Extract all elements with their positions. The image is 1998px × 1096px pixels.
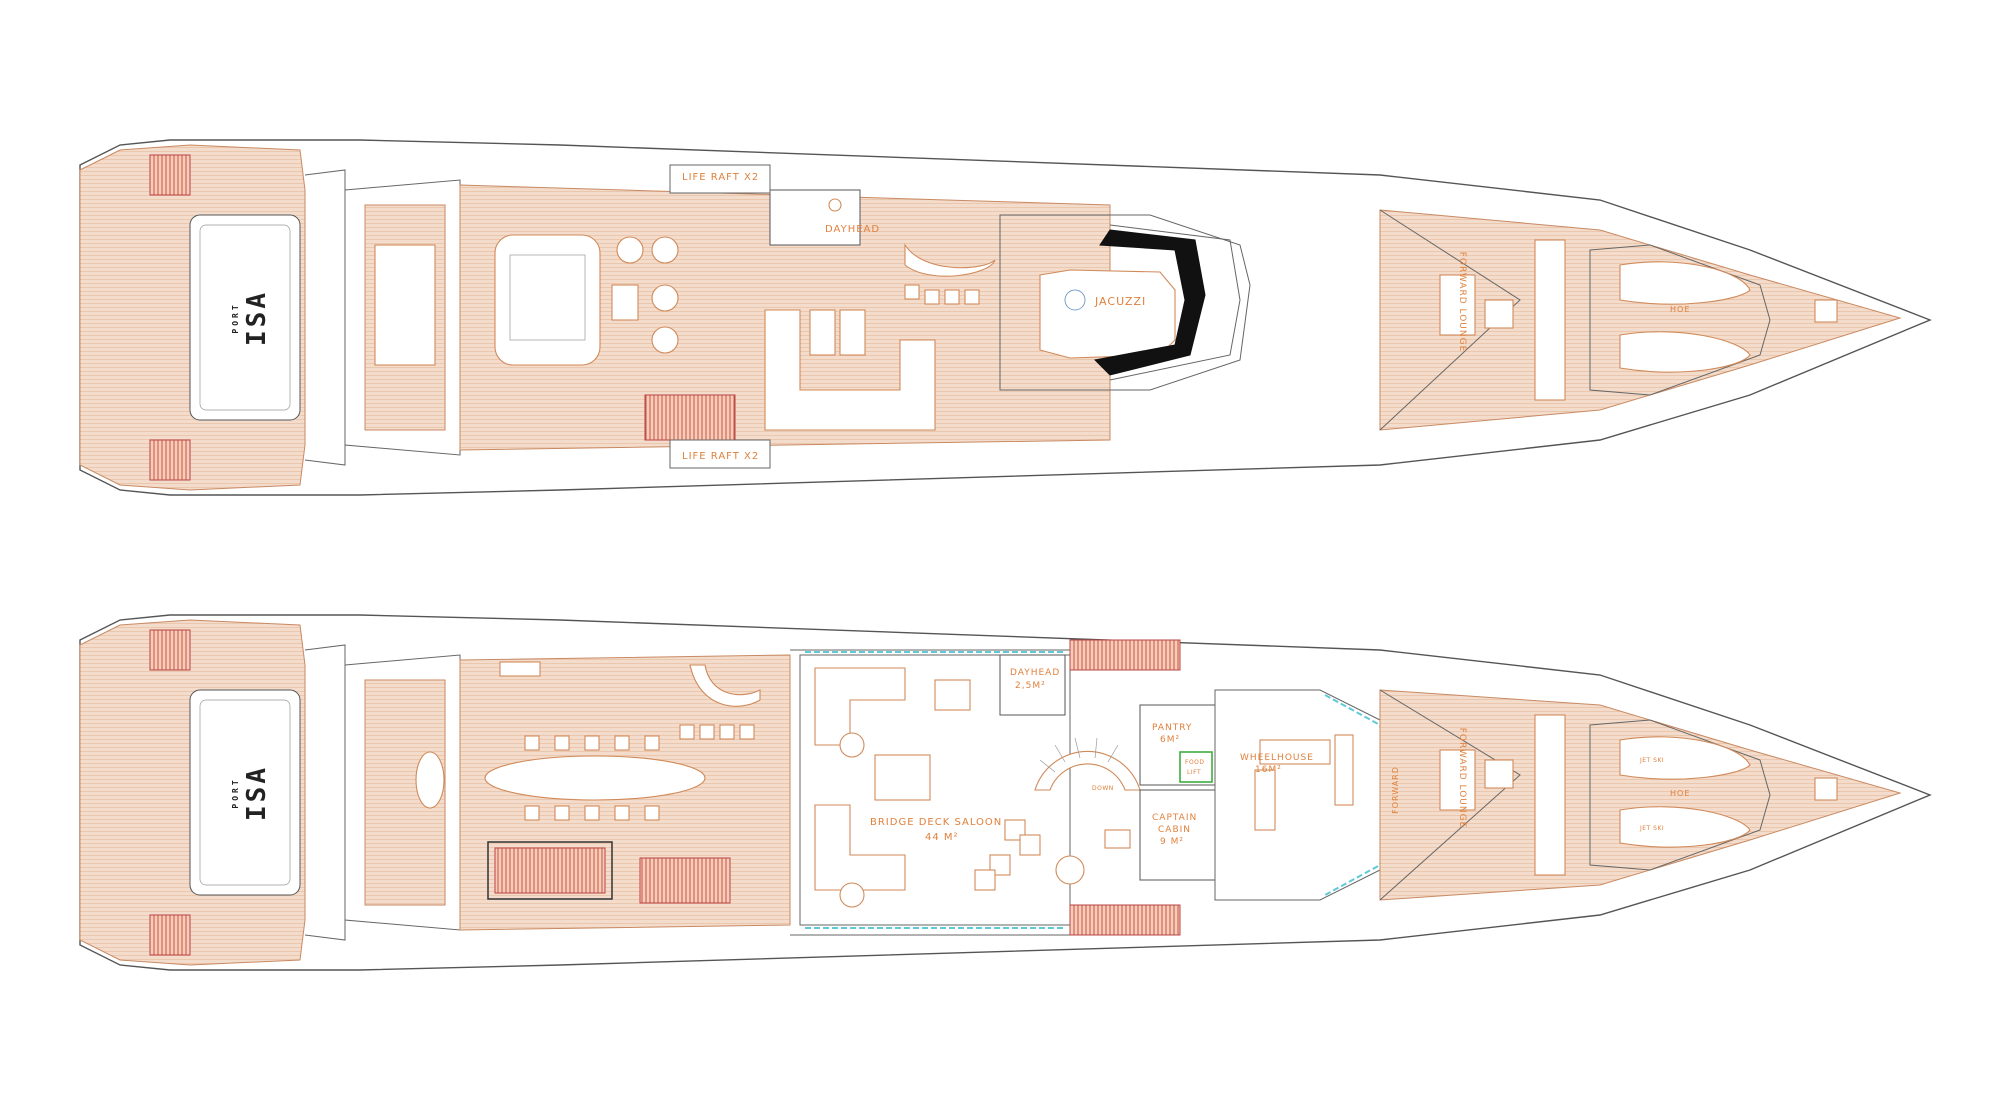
bridge-forward-label: FORWARD [1391,766,1400,814]
bridge-side-stair-top [1069,639,1181,671]
upper-aft-sunpad [189,214,301,421]
bridge-forward-lounge-label: FORWARD LOUNGE [1457,728,1467,829]
bridge-dining-chairs [524,735,660,821]
bridge-food-lift-label-1: FOOD [1185,759,1205,766]
bridge-hoe-label: HOE [1670,789,1690,798]
upper-deck-plan: ISA PORT DAYH [79,139,1932,496]
upper-tender-bay [1589,244,1771,396]
bridge-saloon-area: 44 M² [925,832,959,843]
bridge-dayhead-area: 2,5M² [1015,681,1046,691]
upper-brand-mark: ISA [242,290,272,346]
upper-deck-stair [644,394,736,441]
bridge-dayhead-room [999,654,1066,716]
upper-dayhead-room [769,189,861,246]
bridge-captain-cabin-area: 9 M² [1160,837,1184,847]
bridge-pantry-area: 6M² [1160,735,1180,745]
bridge-dayhead-label: DAYHEAD [1010,668,1060,678]
bridge-captain-cabin-label-2: CABIN [1158,825,1191,835]
bridge-tender-bay [1589,719,1771,871]
upper-black-sunpad [1093,229,1206,376]
bridge-aft-stair-left [494,847,606,894]
bridge-deck-plan: ISA PORT [79,614,1932,971]
upper-brand-sub: PORT [231,302,240,333]
bridge-aft-steps [149,629,191,956]
life-raft-top-label: LIFE RAFT X2 [682,172,759,183]
bridge-aft-sunpad [189,689,301,896]
bridge-saloon-sofa-1 [814,667,906,746]
bridge-captain-cabin [1139,789,1216,881]
upper-jetski-1 [1619,261,1751,305]
upper-forward-lounge-bench [1534,239,1566,401]
upper-dayhead-label: DAYHEAD [825,224,880,235]
upper-foredeck-teak [1379,209,1902,431]
bridge-jetski-2-label: JET SKI [1639,825,1664,832]
upper-forward-lounge-label: FORWARD LOUNGE [1457,252,1467,353]
bridge-forward-lounge-bench [1534,714,1566,876]
life-raft-top [669,164,771,194]
bridge-captain-cabin-label-1: CAPTAIN [1152,813,1197,823]
jacuzzi [1039,269,1176,359]
bridge-dining-table [484,755,706,801]
upper-daybed [494,234,601,366]
upper-jetski-2 [1619,331,1751,373]
bridge-brand-mark: ISA [242,765,272,821]
jacuzzi-label: JACUZZI [1094,295,1146,308]
bridge-down-label: DOWN [1092,785,1114,792]
upper-bar [904,243,996,277]
bridge-wheelhouse-label: WHEELHOUSE [1240,753,1314,763]
bridge-saloon-lounge-chairs [974,819,1041,891]
bridge-aft-stair-right [639,857,731,904]
bridge-jetski-1-label: JET SKI [1639,757,1664,764]
life-raft-bottom-label: LIFE RAFT X2 [682,451,759,462]
upper-hardtop [999,214,1251,391]
bridge-wheelhouse-area: 16M² [1255,765,1282,775]
upper-aft-steps [149,154,191,481]
upper-hoe-label: HOE [1670,305,1690,314]
bridge-foredeck-teak [1379,689,1902,901]
bridge-brand-sub: PORT [231,777,240,808]
life-raft-bottom [669,439,771,469]
bridge-saloon-label: BRIDGE DECK SALOON [870,817,1002,828]
bridge-jetski-1 [1619,736,1751,780]
bridge-pantry-label: PANTRY [1152,723,1192,733]
bridge-jetski-2 [1619,806,1751,848]
bridge-side-stair-bottom [1069,904,1181,936]
bridge-food-lift [1179,751,1213,783]
upper-lounge-sofa [764,309,936,431]
bridge-food-lift-label-2: LIFT [1187,769,1201,776]
bridge-saloon-sofa-2 [814,804,906,891]
